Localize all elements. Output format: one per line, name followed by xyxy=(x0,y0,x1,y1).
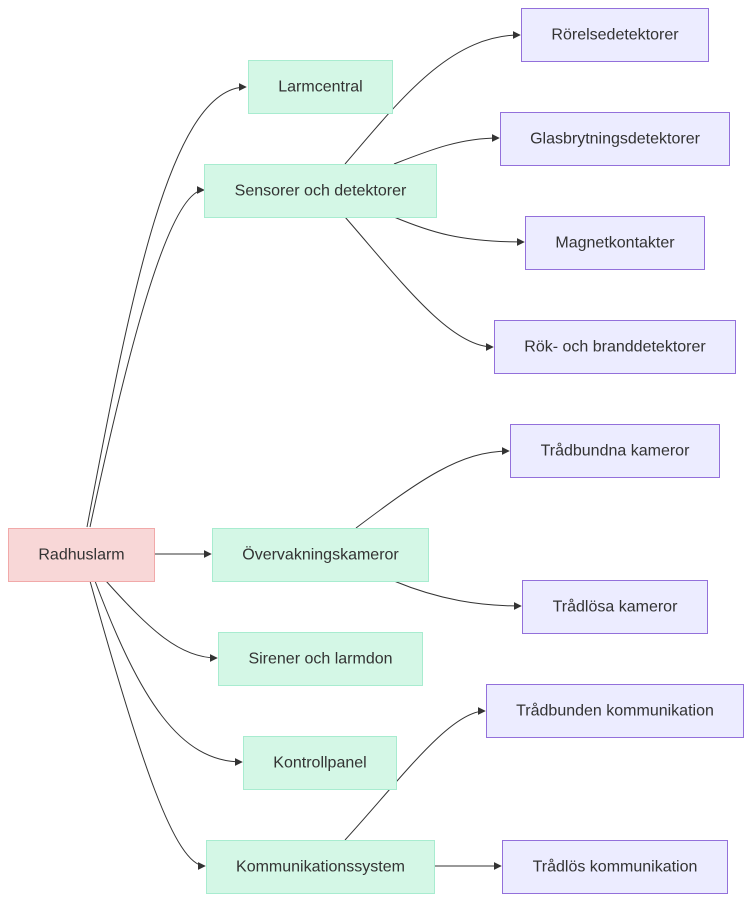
leaf-node-label: Magnetkontakter xyxy=(555,235,675,252)
category-node-box xyxy=(248,60,393,114)
leaf-node-box xyxy=(522,580,708,634)
leaf-node-box xyxy=(500,112,730,166)
leaf-node-rok-och-branddetektorer: Rök- och branddetektorer xyxy=(494,320,736,374)
category-node-label: Övervakningskameror xyxy=(242,546,399,564)
edge-root-to-kontrollpanel xyxy=(94,580,243,766)
category-node-kontrollpanel: Kontrollpanel xyxy=(243,736,397,790)
leaf-node-tradlosa-kameror: Trådlösa kameror xyxy=(522,580,708,634)
leaf-node-box xyxy=(510,424,720,478)
leaf-node-box xyxy=(494,320,736,374)
leaf-node-label: Trådbunden kommunikation xyxy=(516,702,714,720)
edge-kommunikation-to-tradbunden-komm xyxy=(344,707,486,841)
edge-root-to-larmcentral xyxy=(86,83,247,528)
category-node-label: Larmcentral xyxy=(278,79,362,96)
category-node-label: Kontrollpanel xyxy=(273,755,366,772)
leaf-node-box xyxy=(525,216,705,270)
category-node-sensorer-och-detektorer: Sensorer och detektorer xyxy=(204,164,437,218)
category-node-kommunikationssystem: Kommunikationssystem xyxy=(206,840,435,894)
leaf-node-label: Trådbundna kameror xyxy=(541,442,690,460)
leaf-node-box xyxy=(502,840,728,894)
leaf-node-box xyxy=(521,8,709,62)
edges-layer xyxy=(86,31,525,870)
category-node-sirener-och-larmdon: Sirener och larmdon xyxy=(218,632,423,686)
edge-sensorer-to-rorelse xyxy=(344,31,521,165)
category-node-box xyxy=(204,164,437,218)
leaf-node-label: Trådlös kommunikation xyxy=(533,858,698,876)
edge-overvakning-to-tradlosa-kameror xyxy=(393,580,522,610)
root-node-box xyxy=(8,528,155,582)
leaf-node-glasbrytningsdetektorer: Glasbrytningsdetektorer xyxy=(500,112,730,166)
leaf-node-tradbunden-kommunikation: Trådbunden kommunikation xyxy=(486,684,744,738)
category-node-box xyxy=(243,736,397,790)
leaf-node-label: Rörelsedetektorer xyxy=(551,27,679,44)
root-node-radhuslarm: Radhuslarm xyxy=(8,528,155,582)
leaf-node-label: Trådlösa kameror xyxy=(553,598,678,616)
category-node-label: Sirener och larmdon xyxy=(248,651,392,668)
leaf-node-tradbundna-kameror: Trådbundna kameror xyxy=(510,424,720,478)
leaf-node-tradlos-kommunikation: Trådlös kommunikation xyxy=(502,840,728,894)
leaf-node-label: Glasbrytningsdetektorer xyxy=(530,131,701,148)
category-node-label: Kommunikationssystem xyxy=(236,859,405,876)
category-node-overvakningskameror: Övervakningskameror xyxy=(212,528,429,582)
edge-sensorer-to-glas xyxy=(393,134,500,165)
category-node-label: Sensorer och detektorer xyxy=(235,183,407,200)
category-node-larmcentral: Larmcentral xyxy=(248,60,393,114)
edge-overvakning-to-tradbundna-kameror xyxy=(355,447,510,529)
leaf-node-box xyxy=(486,684,744,738)
edge-sensorer-to-rok xyxy=(344,216,494,351)
category-node-box xyxy=(206,840,435,894)
leaf-node-label: Rök- och branddetektorer xyxy=(524,339,706,356)
category-node-box xyxy=(218,632,423,686)
root-node-label: Radhuslarm xyxy=(38,547,124,564)
edge-root-to-sensorer xyxy=(89,186,205,528)
leaf-node-magnetkontakter: Magnetkontakter xyxy=(525,216,705,270)
category-node-box xyxy=(212,528,429,582)
edge-sensorer-to-magnet xyxy=(393,216,525,246)
edge-root-to-kommunikation xyxy=(89,580,206,870)
leaf-node-rorelsedetektorer: Rörelsedetektorer xyxy=(521,8,709,62)
edge-root-to-sirener xyxy=(105,580,218,662)
